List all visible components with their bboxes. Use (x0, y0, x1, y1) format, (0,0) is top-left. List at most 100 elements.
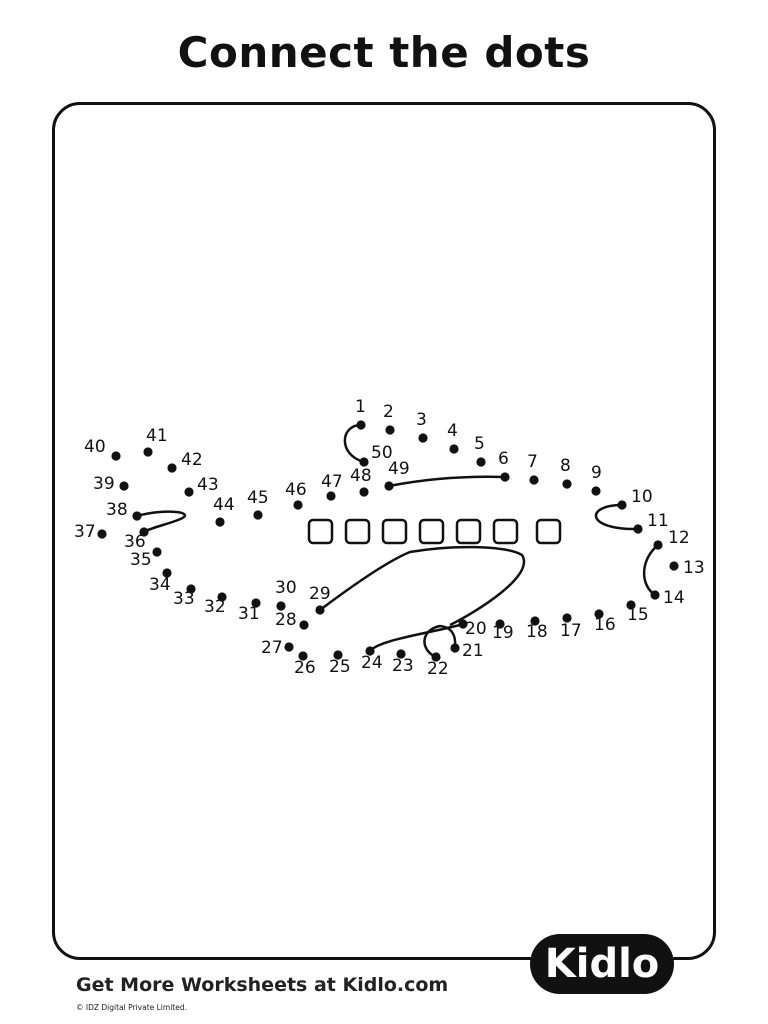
dot-29 (315, 605, 325, 615)
dot-label-32: 32 (204, 597, 226, 617)
dot-label-21: 21 (462, 641, 484, 661)
dot-19 (495, 619, 505, 629)
dot-31 (251, 598, 261, 608)
dot-label-29: 29 (309, 584, 331, 604)
dot-39 (119, 481, 129, 491)
dot-label-46: 46 (285, 480, 307, 500)
dot-label-9: 9 (591, 463, 602, 483)
guide-curve-12-14 (642, 544, 659, 597)
dot-42 (167, 463, 177, 473)
dot-33 (186, 584, 196, 594)
dot-label-11: 11 (647, 511, 669, 531)
window-1 (307, 518, 334, 545)
dot-label-7: 7 (527, 452, 538, 472)
dot-label-40: 40 (84, 437, 106, 457)
dot-label-18: 18 (526, 622, 548, 642)
dot-9 (591, 486, 601, 496)
dot-label-10: 10 (631, 487, 653, 507)
page-title: Connect the dots (177, 28, 591, 77)
dot-41 (143, 447, 153, 457)
copyright-text: © IDZ Digital Private Limited. (76, 1003, 187, 1012)
dot-label-33: 33 (173, 589, 195, 609)
dot-label-30: 30 (275, 578, 297, 598)
windows (307, 518, 562, 545)
dot-label-5: 5 (474, 434, 485, 454)
window-5 (455, 518, 482, 545)
dot-47 (326, 491, 336, 501)
dot-43 (184, 487, 194, 497)
window-6 (492, 518, 519, 545)
guide-curve-1-50 (343, 423, 365, 464)
dot-28 (299, 620, 309, 630)
dot-38 (132, 511, 142, 521)
guide-line-49-6 (388, 475, 506, 488)
dot-label-14: 14 (663, 588, 685, 608)
dot-20 (458, 619, 468, 629)
dot-4 (449, 444, 459, 454)
dot-49 (384, 481, 394, 491)
dot-12 (653, 540, 663, 550)
dot-label-49: 49 (388, 459, 410, 479)
dot-label-39: 39 (93, 474, 115, 494)
dot-11 (633, 524, 643, 534)
dot-label-6: 6 (498, 449, 509, 469)
dot-44 (215, 517, 225, 527)
wing-outline (319, 545, 526, 627)
dot-16 (594, 609, 604, 619)
dot-40 (111, 451, 121, 461)
dot-label-15: 15 (627, 605, 649, 625)
dot-label-26: 26 (294, 658, 316, 678)
dot-10 (617, 500, 627, 510)
dot-label-8: 8 (560, 456, 571, 476)
dot-label-13: 13 (683, 558, 705, 578)
guide-curve-10-11 (594, 503, 639, 531)
guide-curve-22-21 (423, 624, 457, 659)
dot-13 (669, 561, 679, 571)
dot-label-48: 48 (350, 466, 372, 486)
dot-35 (152, 547, 162, 557)
dot-8 (562, 479, 572, 489)
dot-label-23: 23 (392, 656, 414, 676)
dot-25 (333, 650, 343, 660)
footer-text: Get More Worksheets at Kidlo.com (76, 974, 449, 996)
dot-label-2: 2 (383, 402, 394, 422)
dot-3 (418, 433, 428, 443)
dot-22 (431, 652, 441, 662)
dot-30 (276, 601, 286, 611)
dot-label-24: 24 (361, 653, 383, 673)
dot-46 (293, 500, 303, 510)
window-2 (344, 518, 371, 545)
dot-label-42: 42 (181, 450, 203, 470)
dot-label-50: 50 (371, 443, 393, 463)
dot-34 (162, 568, 172, 578)
dot-15 (626, 600, 636, 610)
dot-label-12: 12 (668, 528, 690, 548)
dot-18 (530, 616, 540, 626)
dot-label-27: 27 (261, 638, 283, 658)
dot-label-19: 19 (492, 623, 514, 643)
dot-label-20: 20 (465, 619, 487, 639)
dot-label-36: 36 (124, 532, 146, 552)
dots-group (97, 420, 679, 662)
window-3 (381, 518, 408, 545)
dot-label-1: 1 (355, 397, 366, 417)
window-7 (535, 518, 562, 545)
dot-label-16: 16 (594, 615, 616, 635)
dot-32 (217, 592, 227, 602)
dot-1 (356, 420, 366, 430)
dot-label-41: 41 (146, 426, 168, 446)
guide-lines (136, 423, 659, 659)
dot-37 (97, 529, 107, 539)
dot-45 (253, 510, 263, 520)
dot-label-22: 22 (427, 659, 449, 679)
dot-2 (385, 425, 395, 435)
dot-5 (476, 457, 486, 467)
dot-label-28: 28 (275, 610, 297, 630)
kidlo-logo: Kidlo (530, 934, 674, 994)
dot-26 (298, 651, 308, 661)
dot-48 (359, 487, 369, 497)
dot-label-17: 17 (560, 621, 582, 641)
dot-6 (500, 472, 510, 482)
dot-label-47: 47 (321, 472, 343, 492)
